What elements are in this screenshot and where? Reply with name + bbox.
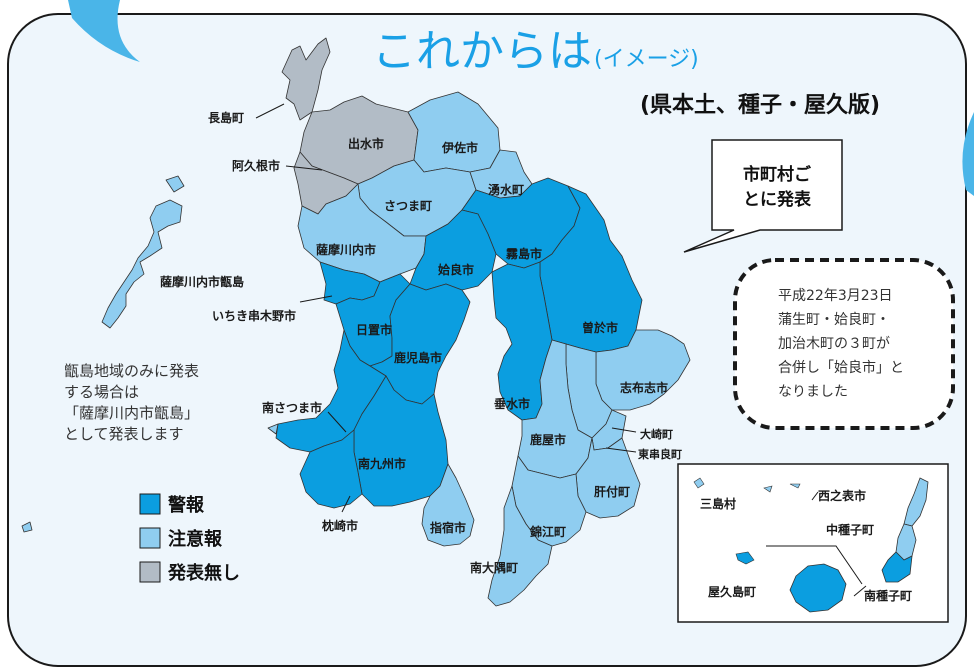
merger-note-line: 加治木町の３町が bbox=[778, 336, 890, 352]
label-tarumizu: 垂水市 bbox=[494, 396, 530, 411]
merger-note: 平成22年3月23日 蒲生町・姶良町・ 加治木町の３町が 合併し「姶良市」と な… bbox=[733, 258, 955, 430]
label-minamitane: 南種子町 bbox=[864, 588, 912, 603]
callout-line2: とに発表 bbox=[743, 189, 812, 210]
label-satsuma: さつま町 bbox=[384, 199, 432, 213]
label-satsumasendai: 薩摩川内市 bbox=[316, 242, 376, 257]
label-ibusuki: 指宿市 bbox=[430, 520, 466, 535]
label-akune: 阿久根市 bbox=[232, 158, 280, 173]
legend: 警報 注意報 発表無し bbox=[139, 493, 240, 584]
callout-bubble: 市町村ご とに発表 bbox=[683, 139, 843, 253]
region-yakushima bbox=[789, 563, 847, 613]
inset-map: 三島村 西之表市 中種子町 屋久島町 南種子町 bbox=[677, 463, 949, 623]
label-higashikushira: 東串良町 bbox=[638, 447, 682, 461]
label-nagashima: 長島町 bbox=[208, 110, 244, 125]
label-ichikikushikino: いちき串木野市 bbox=[212, 308, 296, 323]
legend-label-advisory: 注意報 bbox=[168, 528, 223, 550]
decor-ribbon-left bbox=[68, 0, 140, 62]
label-kinko: 錦江町 bbox=[529, 524, 566, 539]
label-kimotsuki: 肝付町 bbox=[594, 484, 630, 499]
label-nakatane: 中種子町 bbox=[826, 522, 874, 537]
label-minamiosumi: 南大隅町 bbox=[470, 560, 518, 575]
label-yakushima: 屋久島町 bbox=[708, 584, 756, 599]
label-isa: 伊佐市 bbox=[441, 140, 478, 155]
region-ibusuki bbox=[421, 463, 475, 547]
region-minamitane bbox=[881, 551, 913, 583]
koshiki-note: 甑島地域のみに発表 する場合は 「薩摩川内市甑島」 として発表します bbox=[64, 362, 199, 443]
label-shibushi: 志布志市 bbox=[620, 380, 668, 395]
legend-label-none: 発表無し bbox=[167, 562, 240, 584]
label-aira: 姶良市 bbox=[438, 262, 474, 277]
label-makurazaki: 枕崎市 bbox=[322, 518, 358, 533]
callout-line1: 市町村ご bbox=[743, 164, 812, 185]
label-minamisatsuma: 南さつま市 bbox=[262, 400, 322, 415]
region-mishima bbox=[763, 485, 773, 493]
merger-note-line: なりました bbox=[778, 384, 848, 400]
region-nagashima bbox=[281, 37, 331, 121]
title-sub: (イメージ) bbox=[594, 47, 699, 72]
label-kanoya: 鹿屋市 bbox=[530, 432, 566, 447]
region-koshikijima bbox=[101, 199, 183, 329]
region-makurazaki bbox=[299, 429, 363, 509]
legend-swatch-none bbox=[139, 561, 161, 583]
label-izumi: 出水市 bbox=[348, 136, 384, 151]
merger-note-line: 合併し「姶良市」と bbox=[778, 359, 904, 376]
subtitle: (県本土、種子・屋久版) bbox=[640, 92, 880, 118]
label-koshikijima: 薩摩川内市甑島 bbox=[160, 274, 244, 289]
legend-swatch-advisory bbox=[139, 527, 161, 549]
region-mishima bbox=[789, 483, 801, 489]
label-kirishima: 霧島市 bbox=[506, 246, 542, 261]
koshiki-note-line: 「薩摩川内市甑島」 bbox=[64, 404, 199, 422]
islet bbox=[21, 521, 33, 533]
koshiki-note-line: 甑島地域のみに発表 bbox=[64, 362, 199, 380]
legend-swatch-warning bbox=[139, 493, 161, 515]
koshiki-note-line: する場合は bbox=[64, 383, 139, 401]
label-soo: 曽於市 bbox=[582, 320, 618, 335]
label-nishinoomote: 西之表市 bbox=[818, 488, 866, 503]
legend-label-warning: 警報 bbox=[168, 494, 205, 516]
label-yusui: 湧水町 bbox=[488, 182, 524, 197]
label-hioki: 日置市 bbox=[356, 322, 392, 337]
region-minamiosumi bbox=[487, 485, 553, 607]
title-main: これからは bbox=[372, 26, 592, 77]
islet bbox=[267, 423, 279, 435]
koshiki-note-line: として発表します bbox=[64, 425, 184, 443]
region-koshikijima bbox=[165, 175, 185, 193]
merger-note-line: 蒲生町・姶良町・ bbox=[778, 312, 890, 328]
region-mishima bbox=[693, 477, 705, 489]
region-yakushima bbox=[735, 551, 755, 565]
label-kagoshima: 鹿児島市 bbox=[394, 350, 442, 365]
merger-note-line: 平成22年3月23日 bbox=[778, 288, 893, 304]
decor-ribbon-right bbox=[962, 112, 974, 196]
label-mishima: 三島村 bbox=[700, 496, 736, 511]
label-osaki: 大崎町 bbox=[640, 427, 673, 441]
region-aira bbox=[409, 209, 497, 291]
label-minamikyushu: 南九州市 bbox=[358, 456, 406, 471]
